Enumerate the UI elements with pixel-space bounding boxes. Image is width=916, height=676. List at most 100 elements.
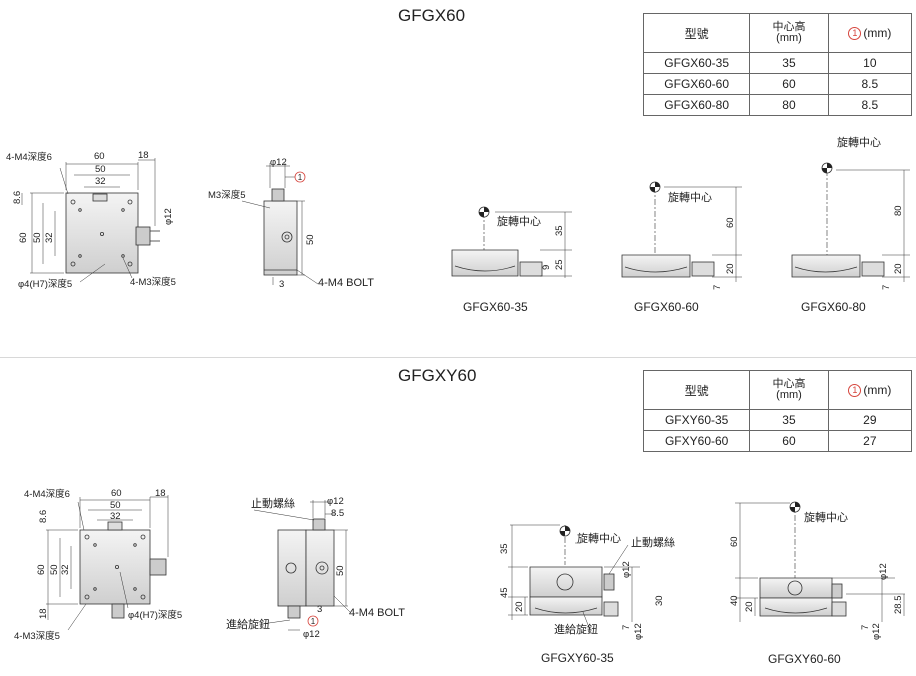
dim-label: 20 <box>725 263 736 274</box>
dim-label: 30 <box>654 595 665 606</box>
dim-label: 50 <box>305 234 316 245</box>
label-bolt: 4-M4 BOLT <box>318 277 374 289</box>
dim-label: 20 <box>744 601 755 612</box>
rotation-center-icon <box>649 181 661 193</box>
dim-label: 8.5 <box>331 508 344 519</box>
dim-label: 8.6 <box>12 191 23 204</box>
header-center-height: 中心高 (mm) <box>749 370 829 410</box>
dim-label: 7 <box>860 625 871 630</box>
dim-label: 50 <box>95 164 106 175</box>
label-rotation-center: 旋轉中心 <box>837 135 881 149</box>
label-holes-top: 4-M4深度6 <box>24 488 70 500</box>
label-pin: φ4(H7)深度5 <box>128 609 182 621</box>
dim-label: 28.5 <box>893 596 904 615</box>
section-title-gfgx60: GFGX60 <box>398 6 466 25</box>
label-lock-screw: 止動螺絲 <box>631 535 675 549</box>
dim-label: 18 <box>155 488 166 499</box>
dim-label: 32 <box>95 176 106 187</box>
label-bolt: 4-M4 BOLT <box>349 607 405 619</box>
dim-label: φ12 <box>163 208 174 225</box>
gfgxy60-side-view <box>253 500 351 631</box>
gfgx60-side-view <box>241 163 319 285</box>
circled-1-icon: 1 <box>298 173 303 182</box>
circled-1-icon: 1 <box>848 384 862 398</box>
model-caption: GFGX60-60 <box>634 300 699 314</box>
dim-label: 60 <box>36 564 47 575</box>
dim-label: 60 <box>729 536 740 547</box>
gfgx60-80-front-view <box>791 169 910 282</box>
dim-label: φ12 <box>621 561 632 578</box>
dim-label: 18 <box>138 150 149 161</box>
dim-label: 50 <box>32 232 43 243</box>
gfgx60-top-view <box>21 158 160 283</box>
header-dim1: 1(mm) <box>827 370 913 410</box>
dim-label: 60 <box>94 151 105 162</box>
dim-label: 80 <box>893 205 904 216</box>
label-rotation-center: 旋轉中心 <box>497 214 541 228</box>
model-caption: GFGXY60-35 <box>541 651 614 665</box>
dim-label: 20 <box>514 601 525 612</box>
circled-1-icon: 1 <box>311 617 316 626</box>
gfgx60-35-front-view <box>451 211 572 278</box>
dim-label: 50 <box>110 500 121 511</box>
model-caption: GFGX60-80 <box>801 300 866 314</box>
label-pin: φ4(H7)深度5 <box>18 278 72 290</box>
label-feed-knob: 進給旋鈕 <box>554 622 598 636</box>
gfgxy60-60-front-view <box>735 502 905 622</box>
dim-label: 7 <box>621 625 632 630</box>
dimension-1-markers <box>294 171 319 627</box>
label-holes-top: 4-M4深度6 <box>6 151 52 163</box>
dim-label: φ12 <box>270 157 287 168</box>
dim-label: φ12 <box>327 496 344 507</box>
dim-label: φ12 <box>871 623 882 640</box>
dim-label: φ12 <box>303 629 320 640</box>
dim-label: 8.6 <box>38 510 49 523</box>
dim-label: 3 <box>279 279 284 290</box>
label-side-m3: M3深度5 <box>208 189 245 201</box>
rotation-center-icon <box>478 206 490 218</box>
dim-label: 18 <box>38 608 49 619</box>
dim-label: 50 <box>49 564 60 575</box>
section-title-gfgxy60: GFGXY60 <box>398 366 477 385</box>
dim-label: 32 <box>44 232 55 243</box>
dim-label: 9 <box>541 265 552 270</box>
gfgxy60-35-front-view <box>508 524 640 631</box>
dim-label: 3 <box>317 604 322 615</box>
dim-label: 7 <box>712 285 723 290</box>
label-m3: 4-M3深度5 <box>14 630 60 642</box>
label-rotation-center: 旋轉中心 <box>668 190 712 204</box>
header-center-height: 中心高 (mm) <box>749 13 829 53</box>
circled-1-icon: 1 <box>848 27 862 41</box>
dim-label: φ12 <box>633 623 644 640</box>
model-caption: GFGX60-35 <box>463 300 528 314</box>
rotation-center-markers <box>478 162 833 537</box>
section-divider <box>0 357 916 358</box>
rotation-center-icon <box>559 525 571 537</box>
dim-label: 20 <box>893 263 904 274</box>
dim-label: 35 <box>554 225 565 236</box>
label-rotation-center: 旋轉中心 <box>577 531 621 545</box>
dim-label: 60 <box>111 488 122 499</box>
dim-label: 32 <box>60 564 71 575</box>
gfgxy60-top-view <box>46 495 169 631</box>
dim-label: 32 <box>110 511 121 522</box>
dim-label: φ12 <box>878 563 889 580</box>
dim-label: 35 <box>499 543 510 554</box>
label-rotation-center: 旋轉中心 <box>804 510 848 524</box>
label-m3: 4-M3深度5 <box>130 276 176 288</box>
dim-label: 25 <box>554 259 565 270</box>
rotation-center-icon <box>789 501 801 513</box>
dim-label: 50 <box>335 565 346 576</box>
gfgx60-60-front-view <box>621 186 742 282</box>
dim-label: 40 <box>729 595 740 606</box>
dim-label: 60 <box>725 217 736 228</box>
dim-label: 45 <box>499 587 510 598</box>
dim-label: 7 <box>881 285 892 290</box>
label-feed-knob: 進給旋鈕 <box>226 617 270 631</box>
